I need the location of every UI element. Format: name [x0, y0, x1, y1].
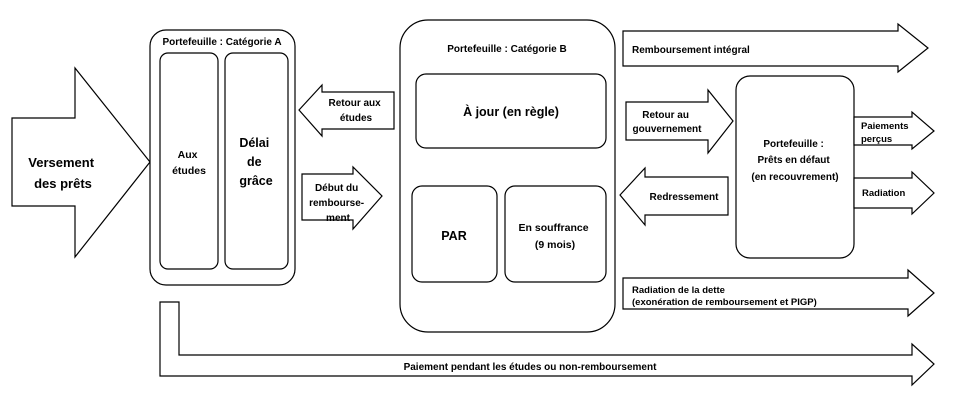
versement-line1: Versement [28, 155, 94, 170]
aux-etudes-line1: Aux [178, 149, 198, 161]
a-jour-box [415, 73, 607, 149]
category-a-title: Portefeuille : Catégorie A [162, 37, 281, 48]
souffrance-line2: (9 mois) [535, 239, 575, 251]
retour-gouv-line2: gouvernement [633, 124, 703, 135]
retour-aux-etudes-arrow [298, 83, 395, 138]
versement-line2: des prêts [34, 176, 92, 191]
debut-line1: Début du [315, 183, 358, 194]
delai-line2: de [247, 155, 262, 169]
radiation-dette-line2: (exonération de remboursement et PIGP) [632, 297, 817, 308]
defaut-line2: Prêts en défaut [757, 155, 830, 166]
paiements-percus-label: Paiements perçus [861, 121, 911, 145]
debut-remboursement-arrow [301, 165, 383, 231]
redressement-arrow [619, 166, 729, 227]
radiation-dette-label: Radiation de la dette (exonération de re… [632, 285, 817, 308]
radiation-dette-arrow [622, 268, 935, 318]
remboursement-integral-arrow [622, 22, 929, 74]
defaut-line1: Portefeuille : [763, 139, 824, 150]
debut-line2: rembourse- [309, 198, 364, 209]
prets-en-defaut-box [735, 75, 855, 259]
retour-aux-etudes-label: Retour aux études [328, 98, 383, 124]
retour-etudes-line2: études [340, 113, 373, 124]
category-b-title: Portefeuille : Catégorie B [447, 44, 566, 55]
retour-au-gouvernement-arrow [625, 88, 734, 155]
defaut-line3: (en recouvrement) [751, 172, 838, 183]
aux-etudes-line2: études [172, 165, 206, 177]
retour-gouv-line1: Retour au [642, 110, 689, 121]
paiements-line2: perçus [861, 134, 892, 145]
en-souffrance-label: En souffrance (9 mois) [519, 222, 592, 251]
par-label: PAR [441, 229, 466, 243]
delai-line3: grâce [239, 174, 272, 188]
aux-etudes-box [159, 52, 219, 270]
versement-arrow [11, 66, 151, 259]
radiation-arrow [853, 170, 935, 216]
radiation-label: Radiation [862, 188, 905, 199]
paiements-percus-arrow [853, 110, 935, 151]
redressement-label: Redressement [650, 192, 720, 203]
delai-de-grace-box [224, 52, 289, 270]
radiation-dette-line1: Radiation de la dette [632, 285, 725, 296]
souffrance-line1: En souffrance [519, 222, 589, 234]
versement-label: Versement des prêts [28, 155, 97, 191]
aux-etudes-label: Aux études [172, 149, 206, 177]
remboursement-integral-label: Remboursement intégral [632, 45, 750, 56]
retour-etudes-line1: Retour aux [328, 98, 381, 109]
delai-de-grace-label: Délai de grâce [239, 136, 272, 188]
delai-line1: Délai [239, 136, 269, 150]
paiement-pendant-etudes-arrow [159, 301, 935, 387]
retour-au-gouvernement-label: Retour au gouvernement [633, 110, 703, 135]
paiement-pendant-etudes-label: Paiement pendant les études ou non-rembo… [404, 362, 657, 373]
debut-line3: ment [326, 213, 351, 224]
prets-en-defaut-label: Portefeuille : Prêts en défaut (en recou… [751, 139, 838, 183]
category-b-box [399, 19, 616, 333]
paiements-line1: Paiements [861, 121, 909, 132]
en-souffrance-box [504, 185, 607, 283]
par-box [411, 185, 498, 283]
a-jour-label: À jour (en règle) [463, 104, 559, 119]
debut-remboursement-label: Début du rembourse- ment [309, 183, 367, 224]
